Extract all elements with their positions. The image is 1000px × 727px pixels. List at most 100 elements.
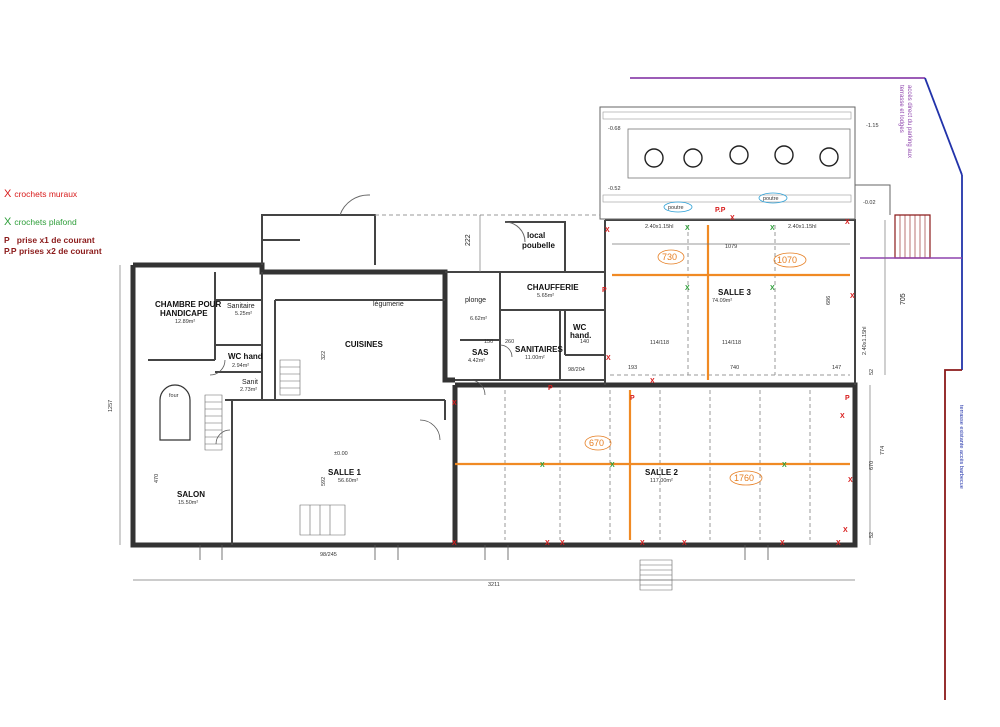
dimension-texts: 3211 1257 705 774 670 1079 740 686 222 4…: [108, 123, 907, 588]
room-local-name1: local: [527, 231, 545, 240]
svg-text:P: P: [845, 395, 850, 402]
dim-052: -0.52: [608, 186, 621, 192]
annotation-terrasse2: accès direct du parking aux: [906, 85, 912, 158]
dim-002: -0.02: [863, 200, 876, 206]
svg-text:X: X: [836, 540, 841, 547]
dim-140: 140: [580, 339, 589, 345]
svg-text:X: X: [848, 477, 853, 484]
legend-wall-hooks-mark: X: [4, 188, 12, 200]
windows: [199, 545, 769, 560]
dim-740: 740: [730, 365, 739, 371]
beam-label-730: 730: [662, 252, 677, 262]
dim-705: 705: [900, 293, 907, 305]
svg-text:X: X: [560, 540, 565, 547]
svg-text:X: X: [770, 285, 775, 292]
room-wc-hand1-area: 2.94m²: [232, 363, 249, 369]
dim-470: 470: [154, 474, 160, 483]
svg-text:X: X: [605, 227, 610, 234]
room-four-name: four: [169, 393, 179, 399]
dim-98-204: 98/204: [568, 367, 585, 373]
dim-1257: 1257: [108, 400, 114, 412]
dim-260: 260: [505, 339, 514, 345]
terrace-planter: [599, 106, 891, 220]
svg-text:X: X: [850, 293, 855, 300]
beam-labels: 730 1070 670 1760 poutre poutre: [584, 192, 807, 486]
dim-52a: 52: [869, 369, 875, 375]
room-sanit2-name: Sanit: [242, 379, 258, 386]
oven-shape: [159, 384, 191, 441]
room-local-name2: poubelle: [522, 241, 555, 250]
room-salle3-area: 74.09m²: [712, 298, 732, 304]
svg-text:X: X: [540, 462, 545, 469]
room-chaufferie-area: 5.65m²: [537, 293, 554, 299]
room-chaufferie-name: CHAUFFERIE: [527, 283, 579, 292]
room-salle3-name: SALLE 3: [718, 288, 751, 297]
svg-text:X: X: [780, 540, 785, 547]
dim-115: -1.15: [866, 123, 879, 129]
legend-ceiling-hooks-mark: X: [4, 216, 12, 228]
svg-text:X: X: [682, 540, 687, 547]
svg-text:X: X: [840, 413, 845, 420]
exterior-walls: [130, 219, 858, 548]
room-plonge-name: plonge: [465, 297, 486, 304]
access-annotations: accès direct du parking aux terrasse et …: [898, 85, 964, 489]
legend-outlet-double-label: prises x2 de courant: [18, 246, 102, 256]
room-chambre-name2: HANDICAPE: [160, 309, 208, 318]
dim-3211: 3211: [488, 582, 500, 588]
ceiling-hook-marks: X X X X X X X: [540, 225, 787, 469]
room-legumerie-name: légumerie: [373, 301, 404, 308]
room-sanitaire1-name: Sanitaire: [227, 303, 255, 310]
dim-193: 193: [628, 365, 637, 371]
room-labels: CHAMBRE POUR HANDICAPE 12.89m² Sanitaire…: [155, 231, 751, 506]
beam-label-1070: 1070: [777, 255, 797, 265]
annex-walls: [261, 194, 566, 272]
wall-hook-marks: X X X P X X P X P X P X X X X X X X X X …: [452, 207, 855, 547]
dim-240-115a: 2.40x1.15hl: [645, 224, 673, 230]
doors: [209, 344, 513, 445]
room-salle1-area: 56.60m²: [338, 478, 358, 484]
room-wc-hand1-name: WC hand: [228, 352, 263, 361]
svg-text:X: X: [685, 225, 690, 232]
dashed-lines: [375, 214, 850, 540]
legend-outlet-single: P prise x1 de courant: [4, 235, 95, 245]
svg-text:X: X: [452, 540, 457, 547]
svg-text:X: X: [650, 378, 655, 385]
svg-text:X: X: [843, 527, 848, 534]
svg-text:X: X: [610, 462, 615, 469]
svg-text:X: X: [782, 462, 787, 469]
annotation-terrasse1: terrasse et lodges: [898, 85, 904, 133]
room-salon-name: SALON: [177, 490, 205, 499]
svg-text:X: X: [545, 540, 550, 547]
room-salle2-area: 117.00m²: [650, 478, 673, 484]
access-lines: [630, 77, 963, 700]
room-sas-name: SAS: [472, 348, 489, 357]
dim-147: 147: [832, 365, 841, 371]
room-salon-area: 15.50m²: [178, 500, 198, 506]
room-sas-area: 4.42m²: [468, 358, 485, 364]
dim-114-118a: 114/118: [650, 340, 669, 346]
dim-000: ±0.00: [334, 451, 348, 457]
dim-222: 222: [465, 234, 472, 246]
dim-240-115c: 2.40x1.15hl: [862, 327, 868, 355]
legend-outlet-double: P.P prises x2 de courant: [4, 246, 102, 256]
room-sanitaires-area: 11.00m²: [525, 355, 545, 361]
dim-068: -0.68: [608, 126, 621, 132]
dim-662: 6.62m²: [470, 316, 487, 322]
svg-text:X: X: [606, 355, 611, 362]
dimension-lines: [119, 215, 886, 581]
room-sanitaires-name: SANITAIRES: [515, 345, 564, 354]
room-sanit2-area: 2.73m²: [240, 387, 257, 393]
interior-walls: [148, 272, 605, 545]
room-chambre-area: 12.89m²: [175, 319, 195, 325]
dim-150: 150: [484, 339, 493, 345]
dim-114-118b: 114/118: [722, 340, 741, 346]
room-salle1-name: SALLE 1: [328, 468, 361, 477]
legend-outlet-single-label: prise x1 de courant: [16, 235, 95, 245]
plants: [644, 145, 839, 168]
room-wc-hand2-name1: WC: [573, 323, 587, 332]
room-salle2-name: SALLE 2: [645, 468, 678, 477]
svg-text:X: X: [640, 540, 645, 547]
svg-text:P: P: [630, 395, 635, 402]
